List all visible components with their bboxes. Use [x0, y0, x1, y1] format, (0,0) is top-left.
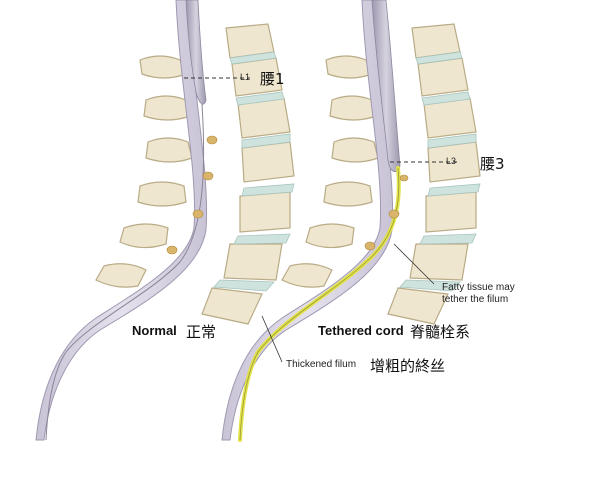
tethered-fat-dots: [364, 174, 409, 251]
tethered-caption-cn: 脊髓栓系: [410, 323, 471, 341]
normal-level-code: L1: [240, 72, 251, 82]
normal-discs: [213, 51, 295, 292]
normal-level-cn: 腰1: [260, 70, 285, 88]
fatty-tissue-annotation: Fatty tissue may tether the filum: [442, 282, 515, 306]
tethered-filum-core: [239, 167, 400, 441]
normal-fat-dots: [166, 135, 218, 255]
tethered-spinal-cord: [371, 0, 401, 173]
tethered-level-cn: 腰3: [480, 155, 505, 173]
normal-spine: [35, 0, 295, 441]
tethered-spinous-processes: [281, 55, 379, 288]
tethered-vertebral-bodies: [387, 23, 481, 325]
thickened-filum-label: Thickened filum: [286, 359, 357, 370]
fatty-tissue-line1: Fatty tissue may: [442, 282, 515, 293]
fatty-tissue-line2: tether the filum: [442, 294, 509, 305]
normal-filum: [45, 103, 205, 441]
tethered-spine: [221, 0, 481, 442]
normal-caption-cn: 正常: [186, 323, 217, 341]
tethered-level-code: L3: [446, 156, 457, 166]
tethered-caption-en: Tethered cord: [318, 323, 404, 338]
normal-dural-sac: [35, 0, 208, 441]
normal-caption-en: Normal: [132, 323, 177, 338]
thickened-filum-leader: [261, 315, 283, 363]
thickened-filum-cn: 增粗的終丝: [370, 357, 446, 375]
fatty-tissue-leader: [393, 243, 435, 285]
normal-spinous-processes: [95, 55, 193, 288]
tethered-discs: [399, 51, 481, 292]
